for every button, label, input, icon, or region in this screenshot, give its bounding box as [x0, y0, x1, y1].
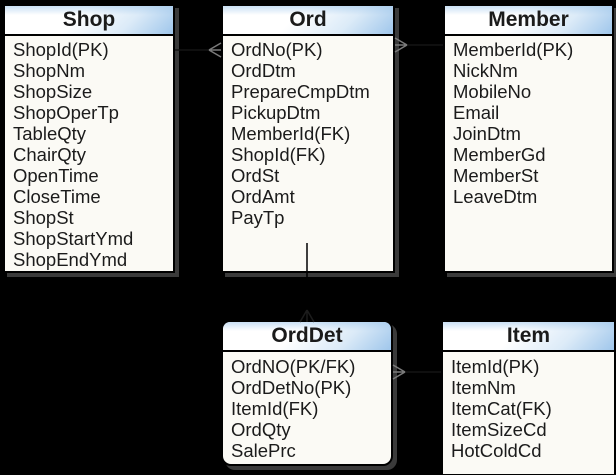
attribute-row: OrdNO(PK/FK)	[231, 356, 356, 377]
attribute-row: ItemNm	[451, 377, 516, 398]
entity-item-title[interactable]: Item	[443, 322, 614, 352]
attribute-row: ShopSt	[13, 207, 74, 228]
attribute-row: OrdDtm	[231, 60, 296, 81]
attribute-row: MemberId(PK)	[453, 39, 574, 60]
relationship-item-orddet[interactable]	[392, 364, 441, 380]
attribute-row: OrdSt	[231, 165, 280, 186]
attribute-row: MemberGd	[453, 144, 546, 165]
attribute-row: MemberSt	[453, 165, 539, 186]
attribute-row: HotColdCd	[451, 440, 542, 461]
attribute-row: PickupDtm	[231, 102, 321, 123]
attribute-row: JoinDtm	[453, 123, 521, 144]
attribute-row: ShopNm	[13, 60, 85, 81]
attribute-row: ShopSize	[13, 81, 93, 102]
attribute-row: NickNm	[453, 60, 518, 81]
crow-foot-icon	[392, 364, 406, 380]
attribute-row: LeaveDtm	[453, 186, 538, 207]
attribute-row: OrdAmt	[231, 186, 295, 207]
entity-ord-title[interactable]: Ord	[223, 6, 393, 36]
attribute-row: ShopOperTp	[13, 102, 119, 123]
attribute-row: ChairQty	[13, 144, 86, 165]
attribute-row: ShopId(FK)	[231, 144, 326, 165]
attribute-row: CloseTime	[13, 186, 101, 207]
crow-foot-icon	[208, 42, 222, 58]
attribute-row: OrdNo(PK)	[231, 39, 323, 60]
entity-orddet-title[interactable]: OrdDet	[223, 322, 391, 352]
attribute-row: ItemId(FK)	[231, 398, 319, 419]
relationship-member-ord[interactable]	[394, 37, 443, 53]
attribute-row: ShopEndYmd	[13, 249, 128, 270]
entity-orddet-attributes: OrdNO(PK/FK)OrdDetNo(PK)ItemId(FK)OrdQty…	[223, 352, 391, 461]
attribute-row: MemberId(FK)	[231, 123, 351, 144]
crow-foot-icon	[394, 37, 408, 53]
entity-shop-title[interactable]: Shop	[5, 6, 173, 36]
attribute-row: Email	[453, 102, 500, 123]
attribute-row: OpenTime	[13, 165, 99, 186]
attribute-row: ItemId(PK)	[451, 356, 540, 377]
attribute-row: MobileNo	[453, 81, 532, 102]
attribute-row: TableQty	[13, 123, 87, 144]
attribute-row: ItemCat(FK)	[451, 398, 552, 419]
attribute-row: ItemSizeCd	[451, 419, 547, 440]
entity-orddet[interactable]: OrdDet OrdNO(PK/FK)OrdDetNo(PK)ItemId(FK…	[221, 320, 393, 466]
attribute-row: OrdDetNo(PK)	[231, 377, 352, 398]
attribute-row: ShopStartYmd	[13, 228, 134, 249]
attribute-row: OrdQty	[231, 419, 291, 440]
attribute-row: ShopId(PK)	[13, 39, 109, 60]
relationship-shop-ord[interactable]	[175, 42, 222, 58]
attribute-row: PrepareCmpDtm	[231, 81, 370, 102]
attribute-row: PayTp	[231, 207, 285, 228]
attribute-row: SalePrc	[231, 440, 296, 461]
entity-member-title[interactable]: Member	[445, 6, 612, 36]
